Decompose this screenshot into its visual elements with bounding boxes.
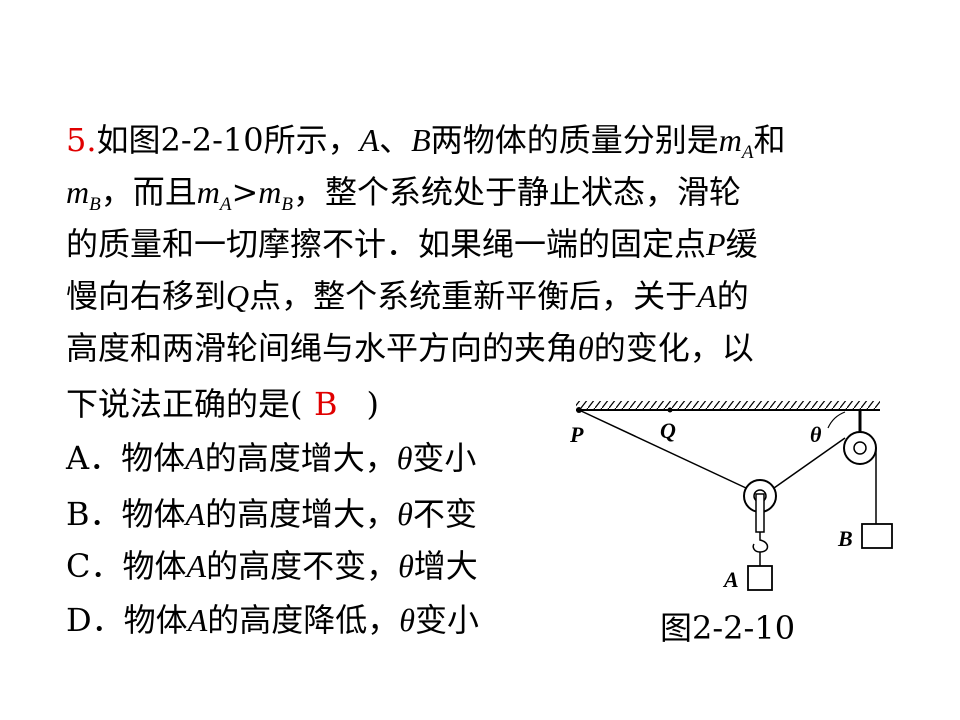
option-c[interactable]: C．物体A的高度不变，θ增大: [66, 547, 478, 585]
block-a: [747, 565, 773, 591]
stem-line-2: mB，而且mA>mB，整个系统处于静止状态，滑轮: [66, 173, 741, 215]
theta-arc: [827, 411, 846, 429]
fixed-pulley-axle: [853, 441, 867, 455]
rope-left: [578, 409, 747, 489]
option-a[interactable]: A．物体A的高度增大，θ变小: [66, 439, 477, 477]
stem-line-1: 5.如图2-2-10所示，A、B两物体的质量分别是mA和: [66, 121, 786, 163]
fixed-pulley: [843, 431, 877, 465]
stem-line-5: 高度和两滑轮间绳与水平方向的夹角θ的变化，以: [66, 329, 754, 367]
label-a: A: [722, 567, 739, 592]
label-q: Q: [660, 418, 676, 443]
point-q: [667, 407, 673, 413]
stem-line-3: 的质量和一切摩擦不计．如果绳一端的固定点P缓: [66, 225, 758, 263]
option-d[interactable]: D．物体A的高度降低，θ变小: [66, 601, 479, 639]
stem-line-4: 慢向右移到Q点，整个系统重新平衡后，关于A的: [66, 277, 749, 315]
answer-mark: B: [314, 385, 338, 423]
block-b: [861, 523, 893, 549]
pulley-diagram: P Q θ B A: [569, 401, 893, 592]
hook-frame: [755, 493, 765, 533]
rope-middle: [773, 437, 846, 489]
question-number: 5.: [66, 121, 97, 159]
hook: [752, 532, 769, 553]
ceiling-hatch: [576, 401, 880, 410]
label-b: B: [837, 526, 853, 551]
label-p: P: [569, 422, 584, 447]
stem-line-6: 下说法正确的是( ): [66, 385, 379, 423]
label-theta: θ: [810, 422, 822, 447]
option-b[interactable]: B．物体A的高度增大，θ不变: [66, 495, 477, 533]
figure-caption: 图2-2-10: [660, 609, 796, 647]
